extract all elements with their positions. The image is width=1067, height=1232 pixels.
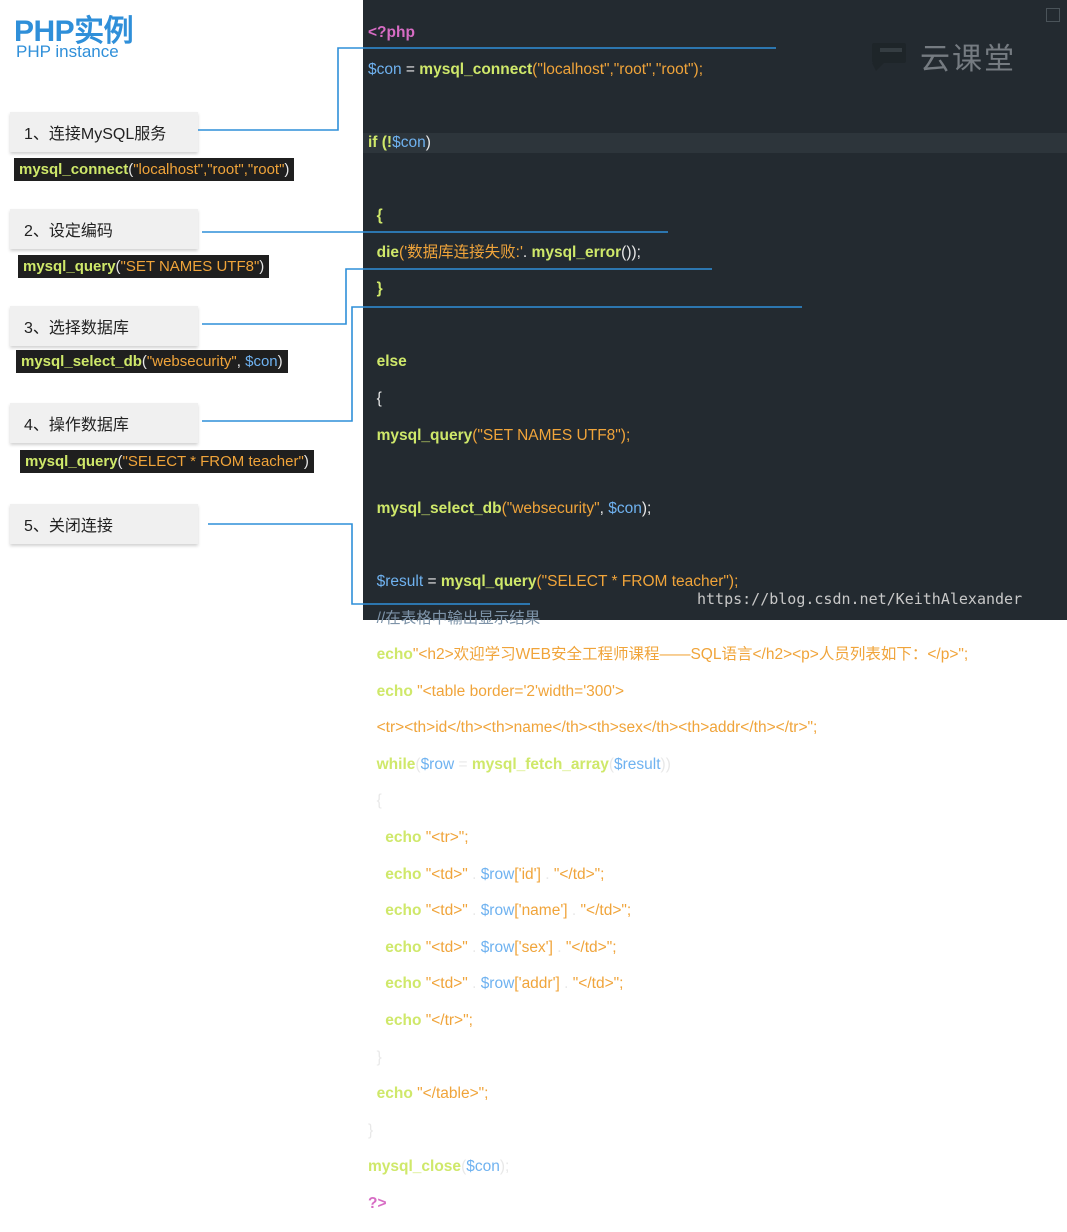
code-line: echo"<h2>欢迎学习WEB安全工程师课程——SQL语言</h2><p>人员… <box>376 646 969 664</box>
connector-operate <box>202 306 802 422</box>
logo-text: 云课堂 <box>920 43 1016 76</box>
code-line: } <box>368 1121 374 1139</box>
snippet-encoding: mysql_query("SET NAMES UTF8") <box>18 255 270 278</box>
current-line-highlight <box>363 133 1067 153</box>
snippet-operate: mysql_query("SELECT * FROM teacher") <box>20 450 314 473</box>
code-line: echo "<td>" . $row['sex'] . "</td>"; <box>385 938 617 956</box>
code-line: } <box>376 1048 382 1066</box>
code-line: { <box>376 389 382 407</box>
code-line: } <box>376 280 383 298</box>
code-line: echo "<td>" . $row['addr'] . "</td>"; <box>385 975 624 993</box>
code-line: echo "</tr>"; <box>385 1012 473 1030</box>
code-line: <?php <box>368 24 415 41</box>
step-connect-label: 1、连接MySQL服务 <box>10 112 198 152</box>
snippet-select-db: mysql_select_db("websecurity", $con) <box>16 350 288 373</box>
code-line: ?> <box>368 1195 387 1212</box>
code-line: $result = mysql_query("SELECT * FROM tea… <box>376 572 739 590</box>
editor-corner-icon <box>1046 8 1060 22</box>
connector-close <box>208 523 530 605</box>
step-operate-label: 4、操作数据库 <box>10 403 198 443</box>
code-line: mysql_close($con); <box>368 1158 510 1176</box>
code-line: mysql_query("SET NAMES UTF8"); <box>376 426 631 444</box>
code-line: else <box>376 353 407 371</box>
code-line: while($row = mysql_fetch_array($result)) <box>376 755 671 773</box>
step-encoding-label: 2、设定编码 <box>10 209 198 249</box>
code-line: <tr><th>id</th><th>name</th><th>sex</th>… <box>376 719 818 737</box>
watermark: https://blog.csdn.net/KeithAlexander <box>697 590 1023 608</box>
code-line: { <box>376 206 383 224</box>
page-title: PHP实例 <box>14 15 134 48</box>
cloud-classroom-logo-icon <box>872 43 906 71</box>
code-line: { <box>376 792 382 810</box>
code-line: echo "</table>"; <box>376 1085 489 1103</box>
code-line: die('数据库连接失败:'. mysql_error()); <box>376 243 641 261</box>
connector-lines <box>198 47 802 605</box>
code-line: echo "<td>" . $row['name'] . "</td>"; <box>385 902 632 920</box>
snippet-connect: mysql_connect("localhost","root","root") <box>14 158 295 181</box>
code-editor <box>363 0 1067 620</box>
code-line: echo "<table border='2'width='300'> <box>376 682 625 700</box>
code-line: if (!$con) <box>368 133 431 151</box>
code-line: echo "<td>" . $row['id'] . "</td>"; <box>385 865 605 883</box>
code-line: echo "<tr>"; <box>385 829 469 847</box>
connector-select-db <box>202 268 712 325</box>
connector-connect <box>198 47 776 131</box>
page-subtitle: PHP instance <box>16 42 119 61</box>
step-select-db-label: 3、选择数据库 <box>10 306 198 346</box>
step-close-label: 5、关闭连接 <box>10 504 198 544</box>
code-line: $con = mysql_connect("localhost","root",… <box>368 60 704 78</box>
logo: 云课堂 <box>870 34 1016 78</box>
code-line: mysql_select_db("websecurity", $con); <box>376 499 652 517</box>
